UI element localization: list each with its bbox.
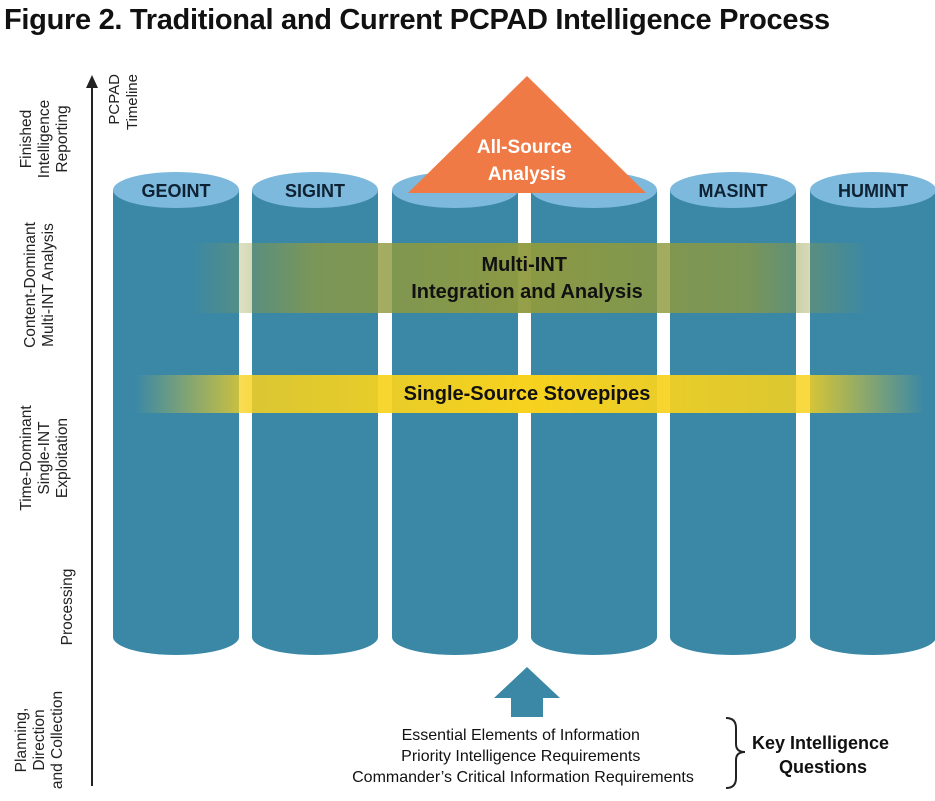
stage-planning-direction-collection: Planning, Direction and Collection bbox=[13, 680, 69, 800]
stage-processing: Processing bbox=[59, 557, 79, 657]
kiq-label: Key Intelligence Questions bbox=[752, 733, 894, 777]
cylinder-label: HUMINT bbox=[838, 181, 908, 201]
timeline-label-line-1: PCPAD bbox=[106, 74, 123, 125]
cylinder-base bbox=[392, 619, 518, 655]
timeline-label: PCPAD Timeline bbox=[106, 74, 146, 174]
requirement-eei: Essential Elements of Information bbox=[402, 727, 640, 744]
single-source-band bbox=[135, 375, 925, 413]
all-source-triangle bbox=[408, 76, 646, 193]
cylinder-base bbox=[113, 619, 239, 655]
stage-label-line: Exploitation bbox=[54, 417, 71, 499]
stage-multi-int-analysis: Content-Dominant Multi-INT Analysis bbox=[22, 205, 60, 365]
requirement-pir: Priority Intelligence Requirements bbox=[401, 748, 640, 765]
stage-label-line: Time-Dominant bbox=[18, 405, 35, 511]
cylinder-label: GEOINT bbox=[141, 181, 210, 201]
stage-label-line: and Collection bbox=[49, 690, 66, 790]
cylinder-top bbox=[252, 172, 378, 208]
multi-int-label: Multi-INT Integration and Analysis bbox=[411, 254, 643, 303]
timeline-arrowhead-icon bbox=[86, 75, 98, 88]
timeline-label-line-2: Timeline bbox=[124, 74, 141, 131]
stage-label-line: Intelligence bbox=[36, 99, 53, 179]
cylinder-base bbox=[670, 619, 796, 655]
cylinder-label: SIGINT bbox=[285, 181, 345, 201]
cylinder-humint: HUMINT bbox=[810, 172, 935, 655]
single-source-label: Single-Source Stovepipes bbox=[404, 383, 651, 405]
discipline-cylinders: GEOINT SIGINT MASINT HUMINT bbox=[113, 172, 935, 655]
stage-label-line: Finished bbox=[18, 109, 35, 169]
all-source-line-2: Analysis bbox=[488, 164, 566, 185]
stage-single-int-exploitation: Time-Dominant Single-INT Exploitation bbox=[18, 398, 74, 518]
cylinder-geoint: GEOINT bbox=[113, 172, 239, 655]
kiq-line-1: Key Intelligence bbox=[752, 733, 889, 753]
figure-title: Figure 2. Traditional and Current PCPAD … bbox=[4, 4, 830, 36]
kiq-line-2: Questions bbox=[779, 757, 867, 777]
cylinder-base bbox=[252, 619, 378, 655]
multi-int-line-2: Integration and Analysis bbox=[411, 281, 643, 303]
stage-label-line: Processing bbox=[59, 568, 76, 646]
requirements-list: Essential Elements of Information Priori… bbox=[352, 727, 694, 786]
stage-label-line: Planning, bbox=[13, 707, 30, 773]
stage-label-line: Single-INT bbox=[36, 421, 53, 495]
multi-int-line-1: Multi-INT bbox=[481, 254, 567, 276]
cylinder-top bbox=[810, 172, 935, 208]
stage-label-line: Multi-INT Analysis bbox=[40, 223, 57, 347]
cylinder-top bbox=[113, 172, 239, 208]
multi-int-band bbox=[190, 243, 870, 313]
brace-icon bbox=[725, 717, 746, 789]
cylinder-base bbox=[531, 619, 657, 655]
stage-label-line: Reporting bbox=[54, 105, 71, 173]
stage-finished-reporting: Finished Intelligence Reporting bbox=[18, 84, 74, 194]
all-source-label: All-Source Analysis bbox=[477, 137, 577, 185]
up-arrow-icon bbox=[494, 667, 560, 717]
cylinder-label: MASINT bbox=[699, 181, 768, 201]
all-source-line-1: All-Source bbox=[477, 137, 572, 158]
stage-label-line: Direction bbox=[31, 709, 48, 771]
requirement-ccir: Commander’s Critical Information Require… bbox=[352, 769, 694, 786]
cylinder-top bbox=[670, 172, 796, 208]
stage-label-line: Content-Dominant bbox=[22, 222, 39, 348]
cylinder-base bbox=[810, 619, 935, 655]
